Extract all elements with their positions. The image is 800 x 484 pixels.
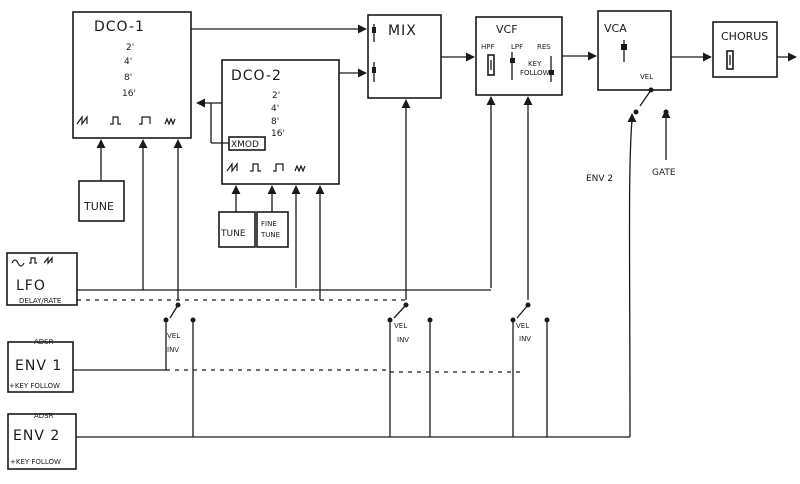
mix-fader-1 — [372, 27, 376, 33]
mix-title: MIX — [388, 23, 417, 39]
mix-module: MIX — [367, 14, 442, 99]
saw-wave-icon — [226, 162, 238, 173]
dco1-footage-8: 8' — [124, 73, 132, 83]
sine-wave-icon — [11, 259, 25, 267]
chorus-module: CHORUS — [712, 21, 778, 78]
vcf-mod-vel: VEL — [516, 322, 529, 330]
env1-title: ENV 1 — [15, 358, 62, 374]
mix-mod-switch: VEL INV — [387, 302, 433, 344]
dco1-footage-16: 16' — [122, 89, 136, 99]
gate-label: GATE — [652, 168, 676, 178]
dco2-footage-4: 4' — [271, 104, 279, 114]
env2-title: ENV 2 — [13, 428, 60, 444]
tune2-module: TUNE — [218, 211, 256, 248]
control-connections — [96, 89, 671, 438]
dco2-footage-16: 16' — [271, 129, 285, 139]
saw-wave-icon — [76, 115, 88, 126]
vca-level-fader — [621, 44, 627, 50]
vcf-key-label: KEY — [528, 60, 542, 68]
vcf-res-fader — [549, 70, 554, 75]
xmod-label: XMOD — [231, 140, 259, 150]
env1-type: ADSR — [34, 338, 54, 346]
vca-title: VCA — [604, 22, 627, 35]
modulation-buses — [73, 289, 630, 438]
pulse-wave-icon — [250, 163, 261, 172]
finetune-line2: TUNE — [260, 231, 280, 239]
dco2-title: DCO-2 — [231, 68, 282, 84]
noise-wave-icon — [294, 164, 306, 173]
tune2-title: TUNE — [220, 229, 246, 239]
vcf-title: VCF — [496, 23, 518, 36]
mix-mod-inv: INV — [397, 336, 409, 344]
dco2-module: DCO-2 2' 4' 8' 16' XMOD — [221, 59, 340, 185]
dco1-module: DCO-1 2' 4' 8' 16' — [72, 11, 192, 139]
pulse-wave-icon — [110, 116, 121, 125]
dco1-title: DCO-1 — [94, 19, 145, 35]
vcf-hpf-label: HPF — [481, 43, 495, 51]
chorus-title: CHORUS — [721, 30, 768, 43]
finetune-line1: FINE — [261, 220, 277, 228]
dco-mod-inv: INV — [167, 346, 179, 354]
lfo-title: LFO — [16, 278, 46, 294]
square-wave-icon — [139, 116, 151, 125]
vcf-follow-label: FOLLOW — [520, 69, 550, 77]
vca-module: VCA VEL — [597, 10, 672, 91]
vcf-module: VCF HPF LPF RES KEY FOLLOW — [475, 16, 563, 96]
mix-fader-2 — [372, 67, 376, 73]
dco1-footage-2: 2' — [126, 43, 134, 53]
vcf-mod-switch: VEL INV — [510, 302, 550, 343]
env2-sub: +KEY FOLLOW — [10, 458, 61, 466]
dco2-footage-2: 2' — [272, 91, 280, 101]
saw-wave-icon — [43, 256, 53, 265]
square-wave-icon — [29, 257, 37, 264]
vcf-lpf-label: LPF — [511, 43, 523, 51]
env2-module: ADSR ENV 2 +KEY FOLLOW — [7, 412, 77, 470]
audio-connections — [191, 24, 797, 108]
env1-sub: +KEY FOLLOW — [9, 382, 60, 390]
env2-vca-label: ENV 2 — [586, 174, 613, 184]
dco2-footage-8: 8' — [271, 117, 279, 127]
env1-module: ADSR ENV 1 +KEY FOLLOW — [7, 338, 74, 393]
tune1-title: TUNE — [83, 200, 114, 213]
vcf-hpf-slider — [487, 54, 495, 76]
lfo-sub: DELAY/RATE — [19, 297, 61, 305]
env2-type: ADSR — [34, 412, 54, 420]
noise-wave-icon — [164, 117, 176, 126]
tune1-module: TUNE — [78, 180, 125, 222]
lfo-module: LFO DELAY/RATE — [6, 252, 78, 306]
vcf-res-label: RES — [537, 43, 551, 51]
vca-vel-label: VEL — [640, 73, 653, 81]
chorus-switch — [726, 50, 734, 70]
mix-mod-vel: VEL — [394, 322, 407, 330]
vcf-mod-inv: INV — [519, 335, 531, 343]
dco-mod-switch: VEL INV — [163, 302, 196, 354]
dco1-footage-4: 4' — [124, 57, 132, 67]
vcf-lpf-fader — [510, 58, 515, 63]
square-wave-icon — [273, 163, 284, 172]
dco-mod-vel: VEL — [167, 332, 180, 340]
vca-env-switch — [633, 87, 669, 115]
finetune-module: FINE TUNE — [256, 211, 289, 248]
